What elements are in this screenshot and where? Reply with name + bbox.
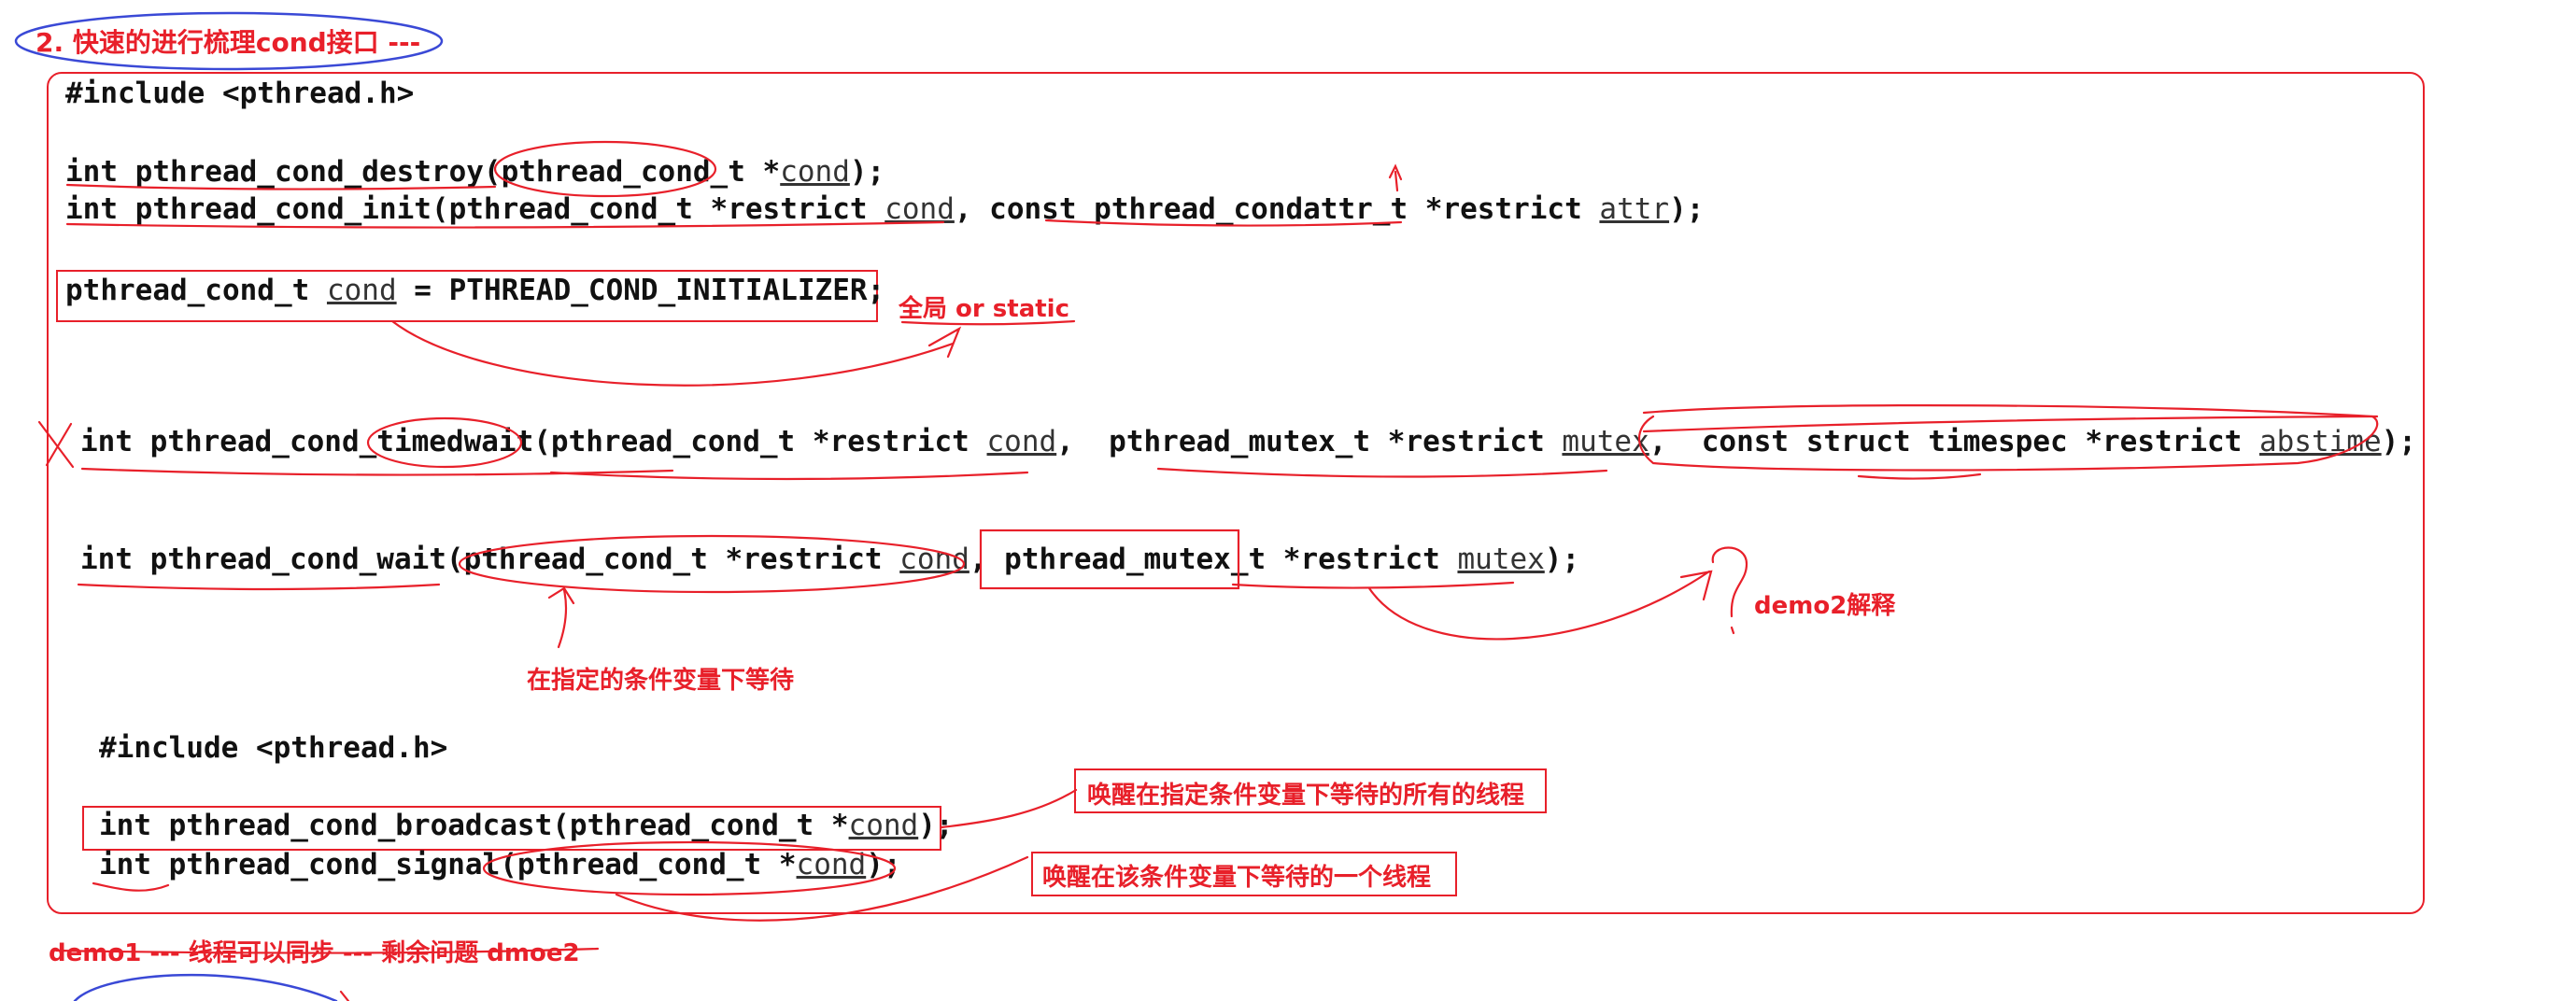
cond-timedwait-line: int pthread_cond_timedwait(pthread_cond_…	[80, 425, 2416, 458]
section-heading: 2. 快速的进行梳理cond接口 ---	[35, 27, 421, 58]
note-broadcast: 唤醒在指定条件变量下等待的所有的线程	[1087, 782, 1525, 810]
blue-circle-footer	[73, 973, 338, 1001]
code-frame	[47, 72, 2425, 914]
static-init-line: pthread_cond_t cond = PTHREAD_COND_INITI…	[65, 274, 885, 307]
include-bottom: #include <pthread.h>	[99, 731, 448, 765]
cond-signal-line: int pthread_cond_signal(pthread_cond_t *…	[99, 848, 901, 881]
cond-wait-line: int pthread_cond_wait(pthread_cond_t *re…	[80, 543, 1580, 576]
note-demo2: demo2解释	[1754, 592, 1896, 620]
cond-destroy-line: int pthread_cond_destroy(pthread_cond_t …	[65, 155, 885, 189]
include-top: #include <pthread.h>	[65, 77, 415, 110]
note-global-static: 全局 or static	[899, 295, 1069, 323]
footer-note: demo1 --- 线程可以同步 --- 剩余问题 dmoe2	[49, 939, 580, 967]
note-signal: 唤醒在该条件变量下等待的一个线程	[1042, 864, 1432, 892]
note-wait: 在指定的条件变量下等待	[527, 667, 795, 695]
cond-broadcast-line: int pthread_cond_broadcast(pthread_cond_…	[99, 809, 954, 842]
cond-init-line: int pthread_cond_init(pthread_cond_t *re…	[65, 192, 1705, 226]
blue-tick-footer	[339, 990, 350, 1001]
note-signal-box	[1031, 852, 1457, 896]
